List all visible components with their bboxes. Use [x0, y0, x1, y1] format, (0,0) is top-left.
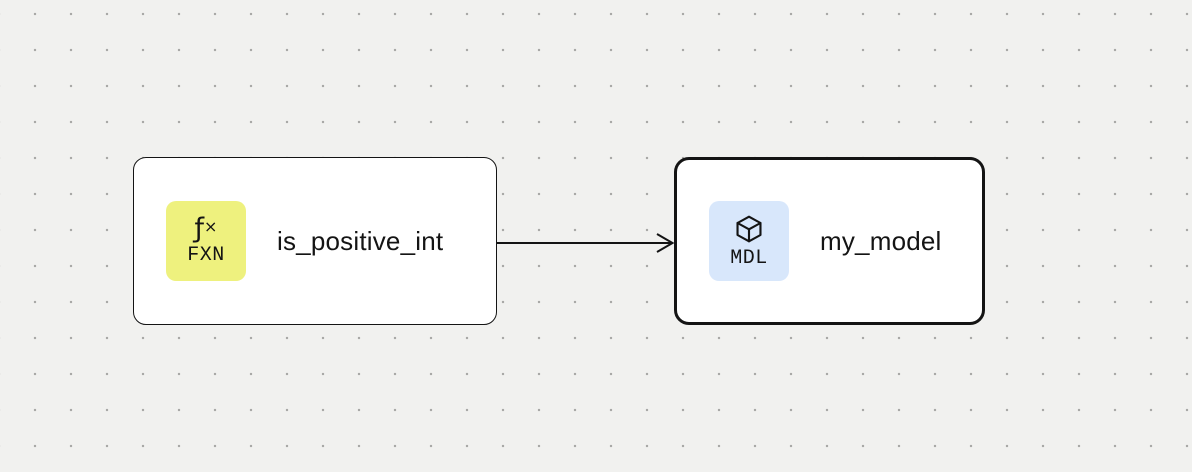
fx-x-glyph: ×: [204, 217, 218, 236]
node-label: my_model: [820, 225, 942, 256]
edge-is-positive-int-to-my-model[interactable]: [497, 233, 675, 253]
model-type-badge: MDL: [709, 201, 789, 281]
node-is-positive-int[interactable]: ƒ× FXN is_positive_int: [133, 157, 497, 325]
fx-f-glyph: ƒ: [194, 213, 205, 244]
node-my-model[interactable]: MDL my_model: [674, 157, 985, 325]
type-code-label: FXN: [187, 244, 225, 267]
arrowhead-icon: [656, 233, 675, 253]
cube-icon: [733, 212, 765, 246]
type-code-label: MDL: [730, 246, 768, 270]
function-type-badge: ƒ× FXN: [166, 201, 246, 281]
node-label: is_positive_int: [277, 225, 444, 256]
function-icon: ƒ×: [195, 214, 218, 244]
